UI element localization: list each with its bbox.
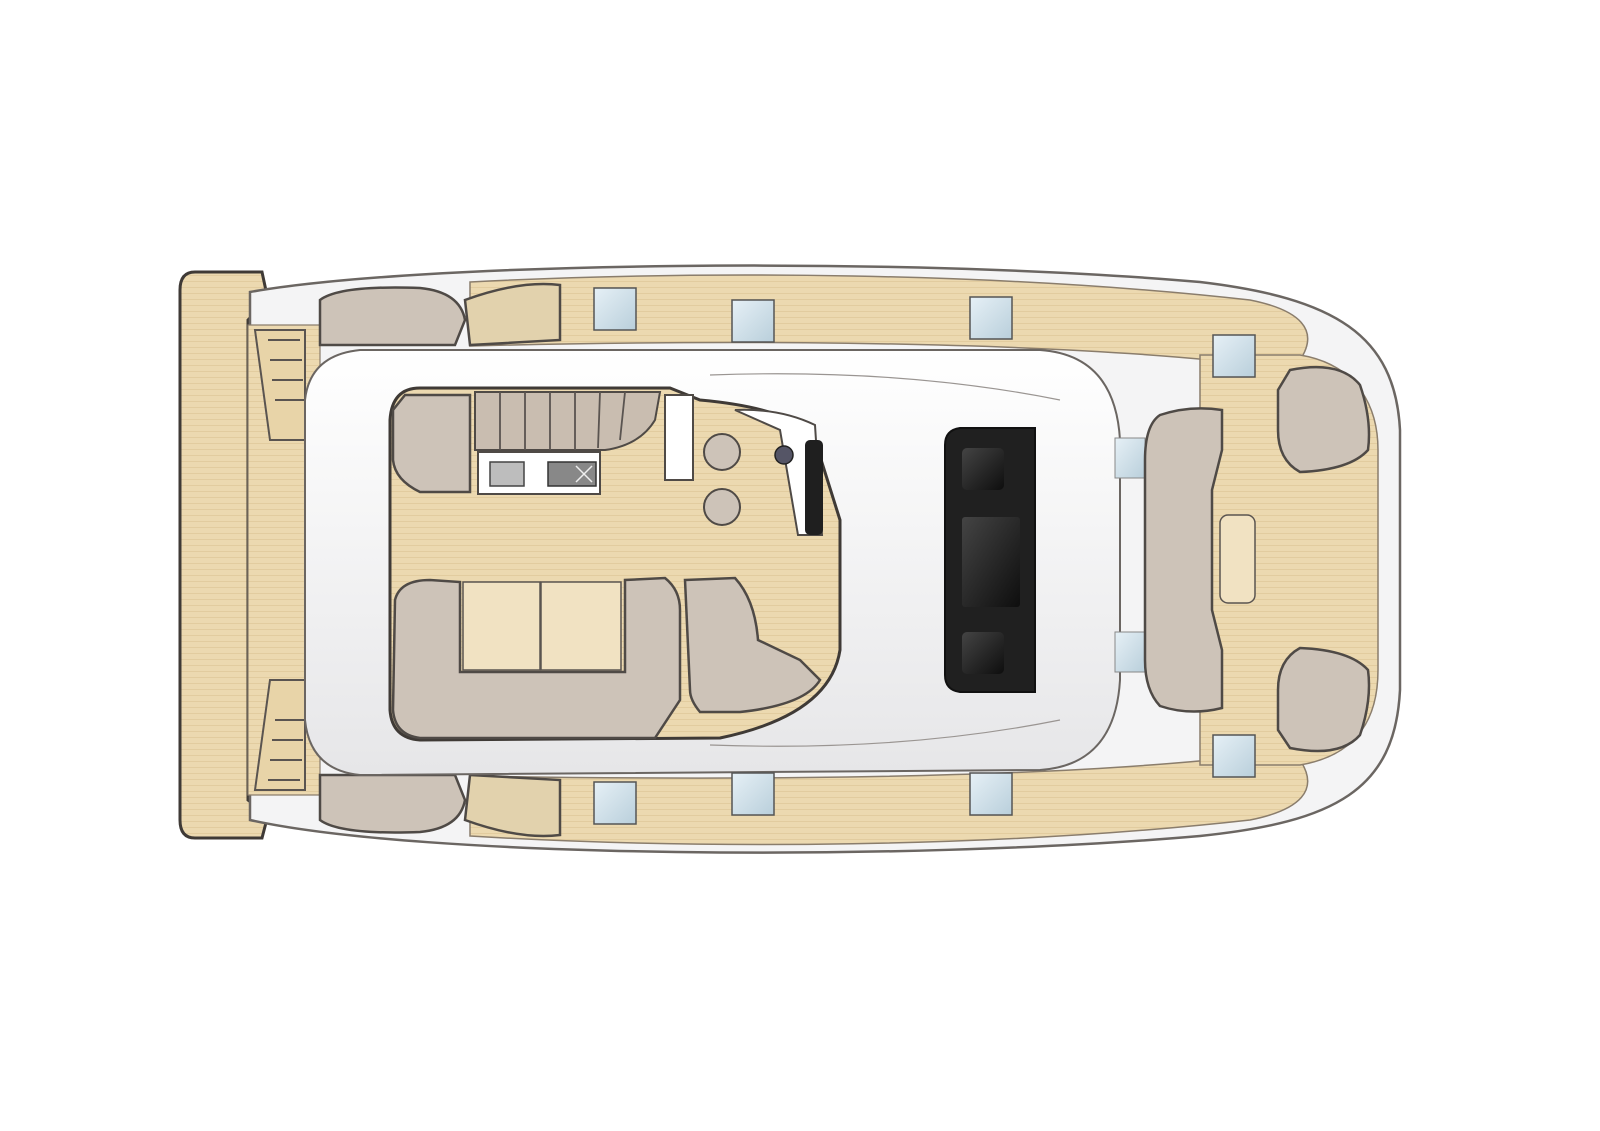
cooktop (547, 461, 597, 487)
helm-chairs (703, 433, 741, 526)
aft-seats (318, 282, 562, 838)
skylight (1212, 734, 1256, 778)
skylight (969, 772, 1013, 816)
skylight (1212, 334, 1256, 378)
helm-console (734, 408, 824, 536)
front-window (1114, 631, 1146, 673)
helm-bench (683, 576, 822, 714)
salon-table (462, 581, 622, 671)
skylight (969, 296, 1013, 340)
front-window (1114, 437, 1146, 479)
foredeck-hatch (1219, 514, 1256, 604)
bow-seats (1276, 365, 1371, 753)
galley (477, 451, 601, 495)
roof-hatch (944, 427, 1036, 693)
skylight (593, 781, 637, 825)
roof-line (709, 373, 1061, 747)
interior-stairs (474, 391, 662, 451)
aft-steps (253, 329, 306, 791)
skylight (731, 772, 775, 816)
deck-skylights (593, 287, 1256, 825)
salon-seat-aft (391, 393, 472, 494)
salon-sofa (391, 576, 682, 740)
skylight (593, 287, 637, 331)
foredeck-sunpad (1143, 407, 1224, 713)
galley-cabinet (664, 394, 694, 481)
skylight (731, 299, 775, 343)
steering-wheel-icon (774, 445, 794, 465)
sink (489, 461, 525, 487)
